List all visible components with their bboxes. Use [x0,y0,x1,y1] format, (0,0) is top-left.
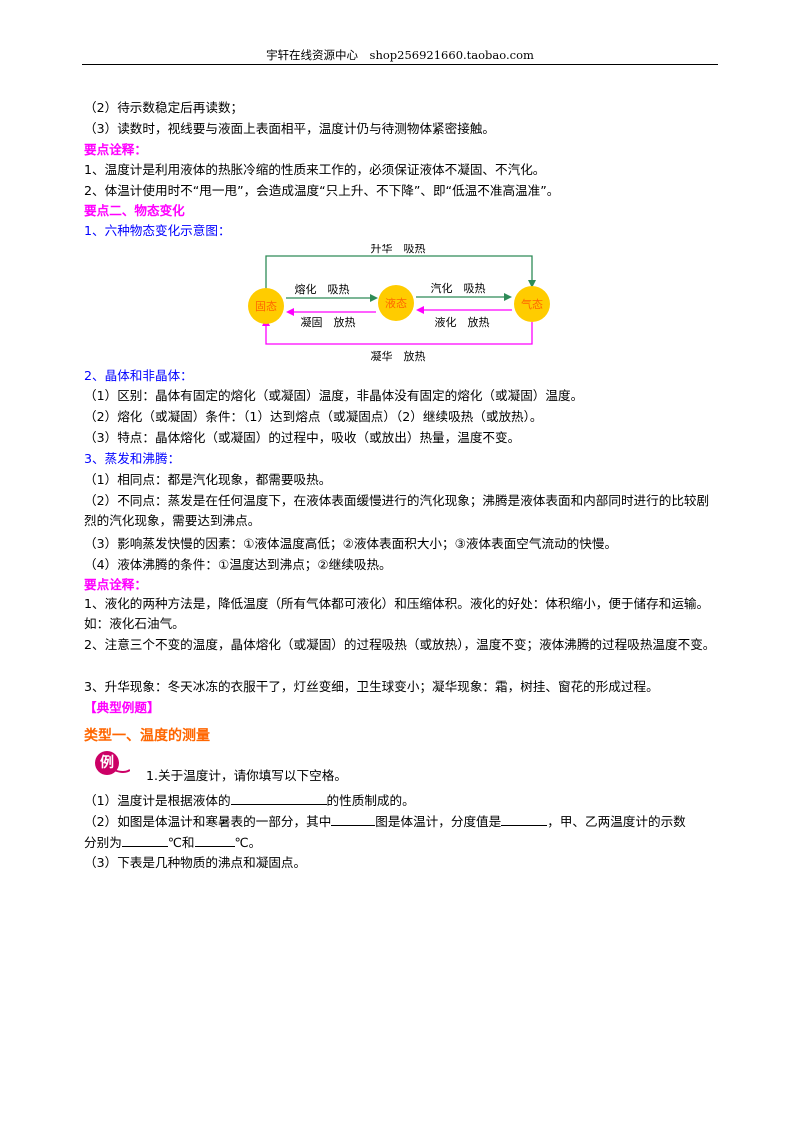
q1-2-text-b: 图是体温计，分度值是 [375,814,502,829]
subsection-heading: 2、晶体和非晶体： [84,368,193,383]
answer-blank[interactable] [121,832,168,847]
solid-state-circle [248,288,284,324]
q1-2-text-a: （2）如图是体温计和寒暑表的一部分，其中 [84,814,332,829]
text-line: （3）影响蒸发快慢的因素：①液体温度高低；②液体表面积大小；③液体表面空气流动的… [84,536,618,551]
deposition-label: 凝华 放热 [371,349,426,363]
condense-arrowhead [416,306,424,314]
page-header: 宇轩在线资源中心 shop256921660.taobao.com [82,46,718,65]
question-part-1: （1）温度计是根据液体的 的性质制成的。 [84,790,415,811]
key-point-heading: 要点诠释： [84,577,147,592]
answer-blank[interactable] [230,790,327,805]
gas-state-label: 气态 [521,297,543,311]
question-part-2-cont: 分别为 ℃和 ℃。 [84,832,261,853]
q1-2-text-d: 分别为 [84,835,122,850]
example-badge-icon [95,751,130,775]
melt-arrowhead [370,294,378,302]
text-line: （1）区别：晶体有固定的熔化（或凝固）温度，非晶体没有固定的熔化（或凝固）温度。 [84,388,584,403]
answer-blank[interactable] [194,832,235,847]
sublimation-label: 升华 吸热 [371,244,426,255]
text-line: 3、升华现象：冬天冰冻的衣服干了，灯丝变细，卫生球变小；凝华现象：霜，树挂、窗花… [84,679,659,694]
freeze-label: 凝固 放热 [301,315,356,329]
text-line: （1）相同点：都是汽化现象，都需要吸热。 [84,472,332,487]
q1-1-suffix: 的性质制成的。 [326,793,415,808]
sublimation-arrow [265,255,533,292]
type-title: 类型一、温度的测量 [84,728,210,744]
q1-1-prefix: （1）温度计是根据液体的 [84,793,231,808]
subsection-heading: 3、蒸发和沸腾： [84,451,181,466]
deposition-arrow [265,322,533,345]
subsection-heading: 1、六种物态变化示意图： [84,223,231,238]
state-change-diagram: 升华 吸热 凝华 放热 固态 液态 气态 熔化 吸热 凝固 放热 汽化 吸热 液… [248,244,550,363]
vaporize-label: 汽化 吸热 [431,281,486,295]
text-line: （3）读数时，视线要与液面上表面相平，温度计仍与待测物体紧密接触。 [84,121,496,136]
question-text: 1.关于温度计，请你填写以下空格。 [146,768,347,783]
vaporize-arrowhead [504,293,512,301]
question-part-2: （2）如图是体温计和寒暑表的一部分，其中 图是体温计，分度值是 ，甲、乙两温度计的示… [84,811,686,832]
melt-label: 熔化 吸热 [295,282,350,296]
text-paragraph: 1、液化的两种方法是，降低温度（所有气体都可液化）和压缩体积。液化的好处：体积缩… [84,596,710,631]
text-line: （2）待示数稳定后再读数； [84,100,244,115]
text-line: 1、温度计是利用液体的热胀冷缩的性质来工作的，必须保证液体不凝固、不汽化。 [84,162,546,177]
condense-label: 液化 放热 [435,315,490,329]
typical-examples-heading: 【典型例题】 [84,700,160,715]
text-line: （2）熔化（或凝固）条件：（1）达到熔点（或凝固点）（2）继续吸热（或放热）。 [84,409,543,424]
text-paragraph: （2）不同点：蒸发是在任何温度下，在液体表面缓慢进行的汽化现象；沸腾是液体表面和… [84,493,710,528]
liquid-state-label: 液态 [385,296,407,310]
answer-blank[interactable] [501,811,548,826]
freeze-arrowhead [286,308,294,316]
key-point-heading: 要点诠释： [84,142,147,157]
question-part-3: （3）下表是几种物质的沸点和凝固点。 [84,855,307,870]
answer-blank[interactable] [331,811,376,826]
liquid-state-circle [378,285,414,321]
gas-state-circle [514,286,550,322]
q1-2-text-f: ℃。 [234,835,262,850]
text-line: （3）特点：晶体熔化（或凝固）的过程中，吸收（或放出）热量，温度不变。 [84,430,521,445]
text-line: （4）液体沸腾的条件：①温度达到沸点；②继续吸热。 [84,557,392,572]
q1-2-text-c: ，甲、乙两温度计的示数 [547,814,686,829]
sublimation-arrowhead [528,280,536,288]
text-paragraph: 2、注意三个不变的温度，晶体熔化（或凝固）的过程吸热（或放热），温度不变；液体沸… [84,637,716,652]
solid-state-label: 固态 [255,300,277,313]
example-badge-label: 例 [100,755,114,771]
text-line: 2、体温计使用时不“甩一甩”，会造成温度“只上升、不下降”、即“低温不准高温准”… [84,183,560,198]
section-heading: 要点二、物态变化 [84,203,185,218]
q1-2-text-e: ℃和 [167,835,195,850]
